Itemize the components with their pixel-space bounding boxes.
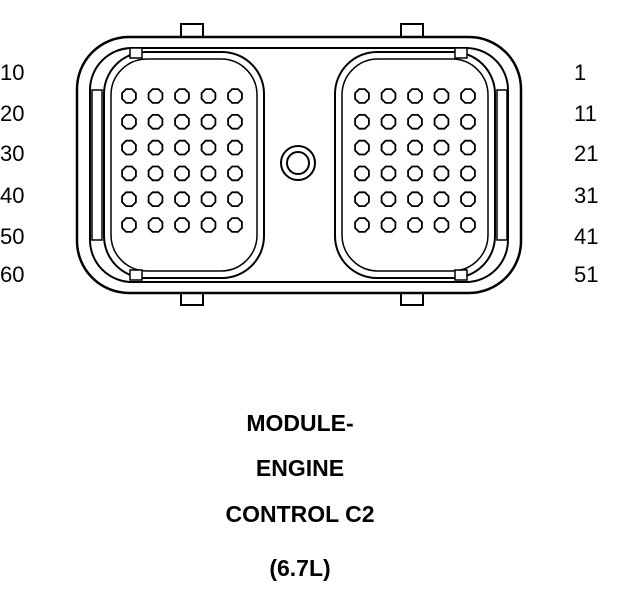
left-pin-cavity: [121, 114, 137, 130]
left-pin-cavity: [200, 114, 217, 130]
left-pin-cavity: [227, 139, 243, 156]
left-label-10: 10: [0, 60, 25, 85]
right-pin-cavity: [354, 114, 370, 130]
left-pin-cavity: [227, 165, 243, 182]
left-pin-cavity: [227, 217, 243, 233]
left-pin-cavity: [121, 217, 137, 233]
right-pin-cavity: [380, 88, 397, 104]
right-pin-cavity: [433, 191, 450, 208]
right-label-1: 1: [574, 60, 587, 85]
right-pin-cavity: [460, 191, 476, 208]
left-label-40: 40: [0, 183, 25, 208]
right-pin-cavity: [380, 165, 397, 182]
left-pin-cavity: [174, 114, 190, 130]
caption-line-engine-size: (6.7L): [269, 555, 331, 581]
left-label-50: 50: [0, 224, 25, 249]
left-pin-cavity: [121, 191, 137, 208]
right-pin-cavity: [407, 139, 423, 156]
right-pin-cavity: [460, 88, 476, 104]
left-pin-cavity: [200, 139, 217, 156]
left-pin-cavity: [174, 217, 190, 233]
left-rail: [91, 89, 103, 241]
left-cavity-block: [103, 51, 265, 279]
right-pin-cavity: [407, 88, 423, 104]
right-label-21: 21: [574, 141, 599, 166]
left-pin-cavity: [174, 88, 190, 104]
right-pin-cavity: [460, 139, 476, 156]
right-label-31: 31: [574, 183, 599, 208]
left-label-30: 30: [0, 141, 25, 166]
right-pin-cavity: [433, 217, 450, 233]
right-pin-cavity: [433, 88, 450, 104]
right-label-11: 11: [574, 101, 597, 126]
right-cavity-inner: [341, 58, 489, 272]
bottom-right-corner-stop: [454, 269, 468, 281]
right-cavity-block: [334, 51, 496, 279]
left-pin-cavity: [174, 139, 190, 156]
left-pin-cavity: [121, 165, 137, 182]
right-pin-grid: [354, 88, 476, 233]
caption-line-module: MODULE-: [246, 410, 354, 436]
right-pin-cavity: [380, 191, 397, 208]
right-rail: [496, 89, 508, 241]
bottom-left-corner-stop: [129, 269, 143, 281]
caption-line-engine: ENGINE: [255, 455, 345, 481]
left-cavity-inner: [110, 58, 258, 272]
left-pin-cavity: [174, 191, 190, 208]
left-label-20: 20: [0, 101, 25, 126]
left-pin-cavity: [121, 88, 137, 104]
top-right-corner-stop: [454, 47, 468, 59]
right-pin-cavity: [407, 165, 423, 182]
center-guide-pin-inner: [286, 151, 310, 175]
right-pin-cavity: [354, 165, 370, 182]
left-label-60: 60: [0, 262, 25, 287]
right-pin-cavity: [407, 114, 423, 130]
right-pin-cavity: [380, 114, 397, 130]
left-pin-cavity: [147, 191, 164, 208]
right-pin-cavity: [354, 88, 370, 104]
right-pin-cavity: [354, 191, 370, 208]
right-pin-cavity: [407, 217, 423, 233]
right-pin-cavity: [407, 191, 423, 208]
right-label-51: 51: [574, 262, 599, 287]
left-pin-grid: [121, 88, 243, 233]
left-pin-cavity: [227, 114, 243, 130]
left-pin-cavity: [147, 88, 164, 104]
left-pin-cavity: [227, 88, 243, 104]
left-pin-cavity: [147, 217, 164, 233]
right-pin-cavity: [433, 165, 450, 182]
right-label-41: 41: [574, 224, 599, 249]
caption-line-control: CONTROL C2: [225, 501, 375, 527]
left-pin-cavity: [227, 191, 243, 208]
left-pin-cavity: [147, 165, 164, 182]
left-pin-cavity: [147, 139, 164, 156]
left-pin-cavity: [121, 139, 137, 156]
right-pin-cavity: [380, 139, 397, 156]
left-pin-cavity: [147, 114, 164, 130]
right-pin-cavity: [354, 217, 370, 233]
right-pin-cavity: [433, 114, 450, 130]
right-pin-cavity: [380, 217, 397, 233]
connector-housing-inner: [89, 47, 509, 283]
right-pin-cavity: [460, 165, 476, 182]
top-left-corner-stop: [129, 47, 143, 59]
left-pin-cavity: [200, 88, 217, 104]
right-pin-cavity: [354, 139, 370, 156]
right-pin-cavity: [460, 114, 476, 130]
left-pin-cavity: [174, 165, 190, 182]
right-pin-cavity: [433, 139, 450, 156]
left-pin-cavity: [200, 191, 217, 208]
right-pin-cavity: [460, 217, 476, 233]
left-pin-cavity: [200, 217, 217, 233]
left-pin-cavity: [200, 165, 217, 182]
